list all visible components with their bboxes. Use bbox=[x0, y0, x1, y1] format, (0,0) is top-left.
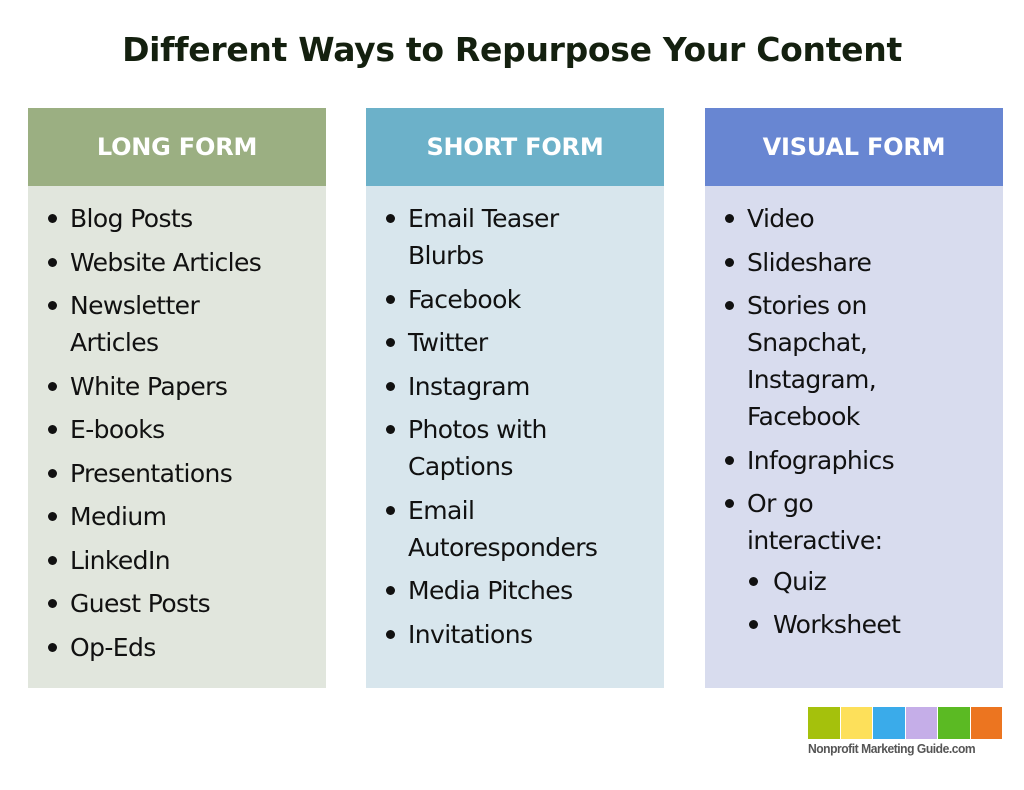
bullet-icon bbox=[725, 455, 734, 465]
list-item: Op-Eds bbox=[46, 629, 316, 666]
bullet-icon bbox=[48, 555, 57, 565]
list-item: White Papers bbox=[46, 368, 316, 405]
list-item: Or go interactive: Quiz Worksheet bbox=[723, 485, 907, 643]
column-header-long-form: LONG FORM bbox=[28, 108, 326, 186]
column-visual-form: VISUAL FORM Video Slideshare Stories on … bbox=[705, 108, 1003, 688]
bullet-icon bbox=[725, 257, 734, 267]
list-item: Video bbox=[723, 200, 993, 237]
list-visual-form: Video Slideshare Stories on Snapchat, In… bbox=[723, 200, 993, 643]
list-item: Slideshare bbox=[723, 244, 993, 281]
column-body-visual-form: Video Slideshare Stories on Snapchat, In… bbox=[705, 186, 1003, 688]
column-long-form: LONG FORM Blog Posts Website Articles Ne… bbox=[28, 108, 326, 688]
bullet-icon bbox=[749, 577, 758, 586]
list-item: Invitations bbox=[384, 616, 654, 653]
sub-list-interactive: Quiz Worksheet bbox=[747, 563, 907, 643]
list-item: Website Articles bbox=[46, 244, 316, 281]
list-item: Medium bbox=[46, 498, 316, 535]
logo-square bbox=[938, 707, 970, 739]
bullet-icon bbox=[48, 381, 57, 391]
sub-list-item: Quiz bbox=[747, 563, 907, 600]
list-item: Stories on Snapchat, Instagram, Facebook bbox=[723, 287, 907, 435]
logo: Nonprofit Marketing Guide.com bbox=[808, 707, 1002, 756]
bullet-icon bbox=[386, 505, 395, 515]
list-item: E-books bbox=[46, 411, 316, 448]
column-body-short-form: Email Teaser Blurbs Facebook Twitter Ins… bbox=[366, 186, 664, 688]
page-title: Different Ways to Repurpose Your Content bbox=[122, 30, 902, 69]
list-item: Email Teaser Blurbs bbox=[384, 200, 608, 274]
list-item: Newsletter Articles bbox=[46, 287, 280, 361]
logo-square bbox=[873, 707, 905, 739]
logo-square bbox=[808, 707, 840, 739]
bullet-icon bbox=[48, 512, 57, 521]
logo-text: Nonprofit Marketing Guide.com bbox=[808, 741, 976, 756]
bullet-icon bbox=[48, 257, 57, 267]
logo-square bbox=[840, 707, 872, 739]
list-item: Presentations bbox=[46, 455, 316, 492]
list-item: Instagram bbox=[384, 368, 654, 405]
list-item: Blog Posts bbox=[46, 200, 316, 237]
bullet-icon bbox=[48, 468, 57, 478]
bullet-icon bbox=[386, 381, 395, 391]
bullet-icon bbox=[48, 599, 57, 608]
bullet-icon bbox=[48, 642, 57, 652]
list-item: Guest Posts bbox=[46, 585, 316, 622]
column-header-visual-form: VISUAL FORM bbox=[705, 108, 1003, 186]
bullet-icon bbox=[386, 629, 395, 639]
sub-list-item: Worksheet bbox=[747, 606, 907, 643]
bullet-icon bbox=[725, 301, 734, 310]
bullet-icon bbox=[725, 214, 734, 223]
list-item: Media Pitches bbox=[384, 572, 654, 609]
column-short-form: SHORT FORM Email Teaser Blurbs Facebook … bbox=[366, 108, 664, 688]
bullet-icon bbox=[386, 294, 395, 304]
logo-square bbox=[970, 707, 1002, 739]
column-body-long-form: Blog Posts Website Articles Newsletter A… bbox=[28, 186, 326, 688]
logo-squares bbox=[808, 707, 1002, 739]
bullet-icon bbox=[48, 301, 57, 310]
list-item: Email Autoresponders bbox=[384, 492, 608, 566]
list-short-form: Email Teaser Blurbs Facebook Twitter Ins… bbox=[384, 200, 654, 653]
list-item: Twitter bbox=[384, 324, 654, 361]
bullet-icon bbox=[386, 425, 395, 434]
list-item: Infographics bbox=[723, 442, 993, 479]
bullet-icon bbox=[386, 338, 395, 347]
list-item: Facebook bbox=[384, 281, 654, 318]
bullet-icon bbox=[48, 425, 57, 434]
bullet-icon bbox=[386, 214, 395, 223]
list-long-form: Blog Posts Website Articles Newsletter A… bbox=[46, 200, 316, 666]
logo-square bbox=[905, 707, 937, 739]
column-header-short-form: SHORT FORM bbox=[366, 108, 664, 186]
list-item: LinkedIn bbox=[46, 542, 316, 579]
list-item: Photos with Captions bbox=[384, 411, 608, 485]
bullet-icon bbox=[386, 586, 395, 595]
bullet-icon bbox=[725, 499, 734, 508]
bullet-icon bbox=[749, 620, 758, 629]
bullet-icon bbox=[48, 214, 57, 223]
